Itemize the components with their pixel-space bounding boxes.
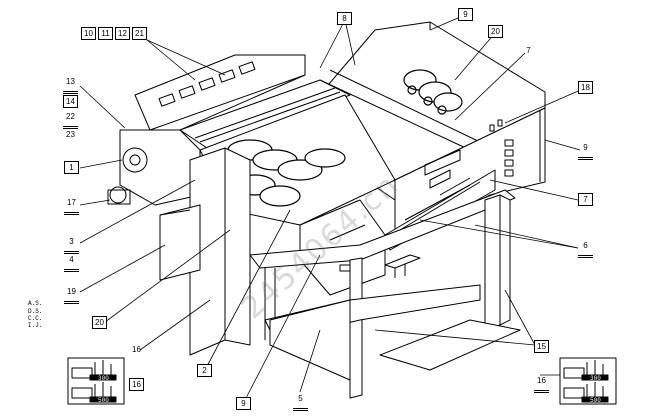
code-ds: D.S. [28, 308, 43, 315]
coiled-tubes [227, 69, 463, 207]
base-frame [249, 189, 521, 399]
code-cc: C.C. [28, 315, 43, 322]
left-gear-housing [107, 129, 201, 206]
callout-9-right: 9 [578, 142, 593, 160]
callout-8: 8 [337, 12, 352, 25]
code-ij: I.J. [28, 322, 43, 329]
callout-7-right: 7 [578, 193, 593, 206]
callout-10: 10 [81, 27, 96, 40]
callout-15: 15 [534, 340, 549, 353]
callout-23: 23 [66, 130, 75, 139]
inset-right-readout-1: 300 [590, 375, 601, 382]
callout-5: 5 [293, 393, 308, 411]
callout-7-top: 7 [526, 46, 531, 55]
callout-12: 12 [115, 27, 130, 40]
callout-16-left: 16 [129, 378, 144, 391]
callout-22: 22 [63, 111, 78, 129]
callout-6: 6 [578, 240, 593, 258]
left-cabinet [159, 147, 251, 356]
callout-9-top: 9 [458, 8, 473, 21]
callout-4: 4 [64, 254, 79, 272]
callout-16-left-top: 16 [132, 345, 141, 354]
callout-9-bottom: 9 [236, 397, 251, 410]
inset-left-readout-1: 300 [98, 375, 109, 382]
callout-17: 17 [64, 197, 79, 215]
callout-19: 19 [64, 286, 79, 304]
leader-lines [79, 14, 586, 401]
callout-20-top: 20 [488, 25, 503, 38]
callout-1: 1 [64, 161, 79, 174]
callout-20-left: 20 [92, 316, 107, 329]
inset-left-readout-2: 500 [98, 397, 109, 404]
callout-3: 3 [64, 236, 79, 254]
code-as: A.S. [28, 300, 43, 307]
inset-right-readout-2: 500 [590, 397, 601, 404]
callout-11: 11 [98, 27, 113, 40]
inset-left [67, 357, 125, 405]
callout-21: 21 [132, 27, 147, 40]
callout-13: 13 [63, 76, 78, 94]
callout-14: 14 [63, 95, 78, 108]
callout-2: 2 [197, 364, 212, 377]
inset-right [559, 357, 617, 405]
callout-18: 18 [578, 81, 593, 94]
callout-16-right: 16 [534, 375, 549, 393]
